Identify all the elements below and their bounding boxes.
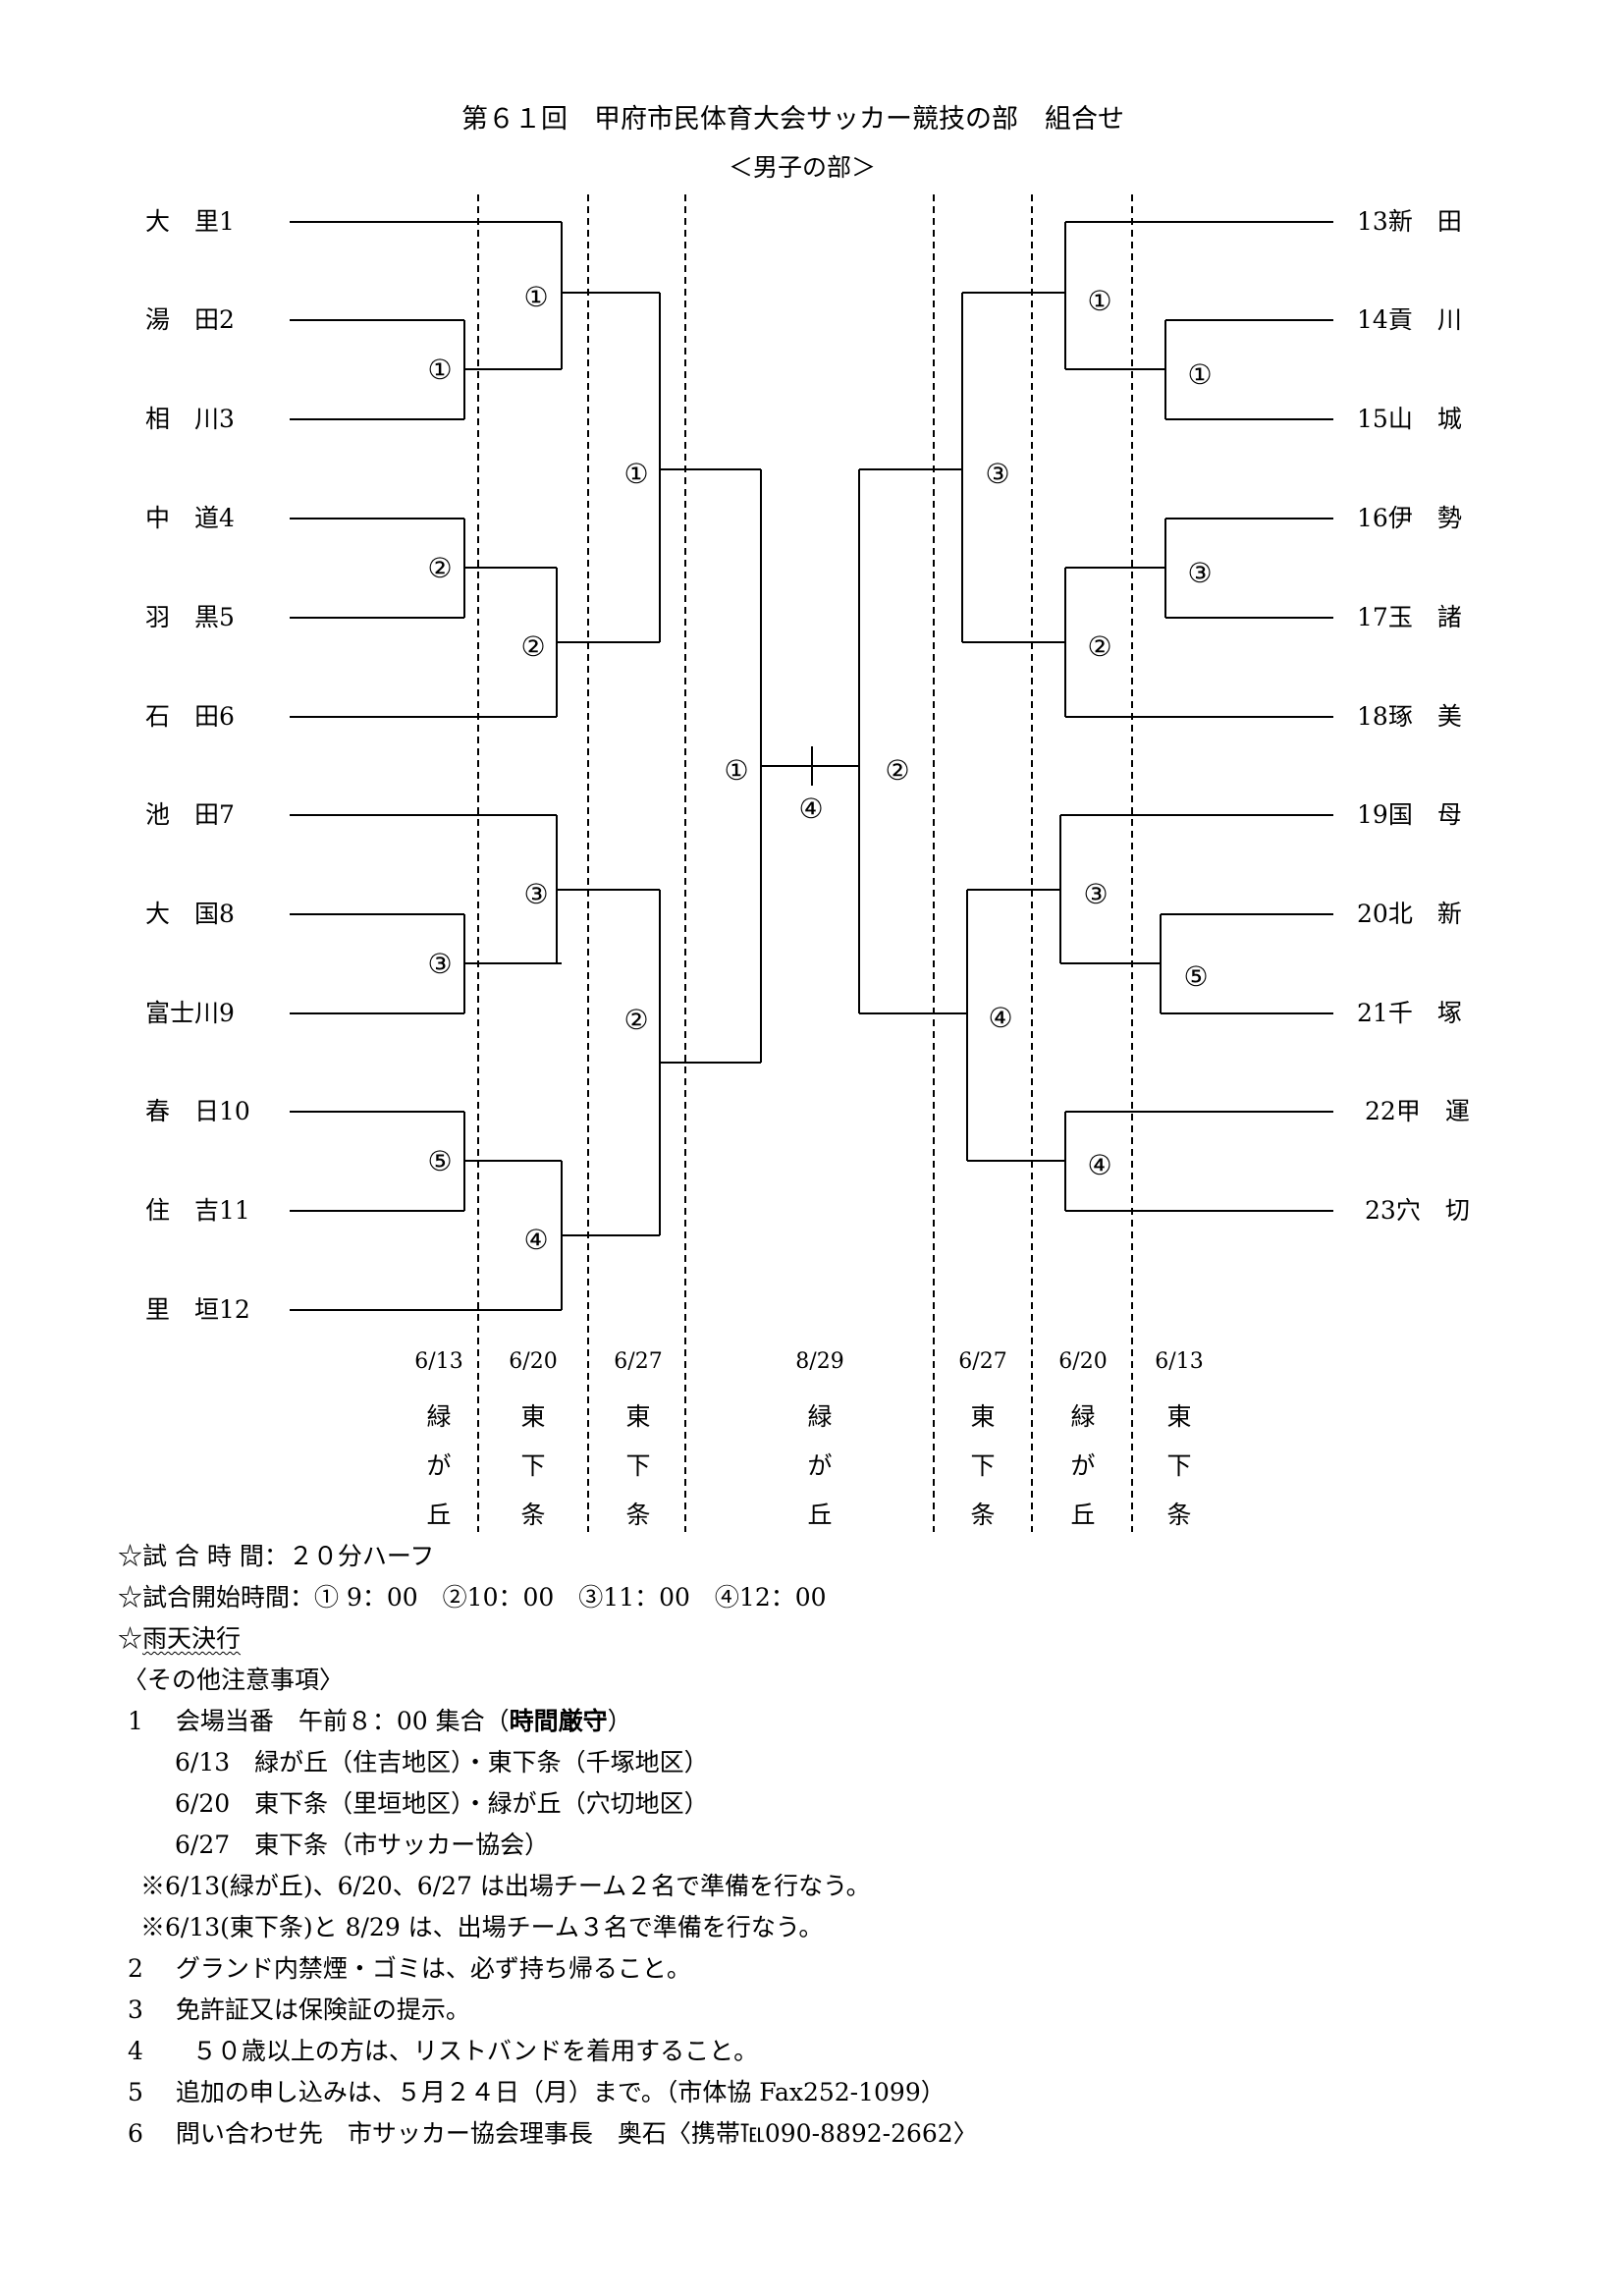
note-item-1-sub: 6/20 東下条（里垣地区）・緑が丘（穴切地区） <box>175 1789 709 1818</box>
document-title: 第６１回 甲府市民体育大会サッカー競技の部 組合せ <box>461 104 1124 135</box>
left-team-6: 石 田6 <box>145 702 235 731</box>
left-team-2: 湯 田2 <box>145 305 235 334</box>
match-number-r2-b: ② <box>1087 630 1112 663</box>
left-team-11: 住 吉11 <box>145 1196 250 1225</box>
right-team-17: 17玉 諸 <box>1357 603 1462 631</box>
note-start-time: ☆試合開始時間：① 9：00 ②10：00 ③11：00 ④12：00 <box>118 1583 827 1612</box>
match-number-r3-b: ④ <box>988 1002 1013 1034</box>
schedule-date: 6/20 <box>1058 1349 1108 1374</box>
right-team-19: 19国 母 <box>1357 800 1462 829</box>
match-number-r1-c: ⑤ <box>1183 960 1209 993</box>
schedule-date: 8/29 <box>795 1349 844 1374</box>
schedule-date: 6/27 <box>614 1349 663 1374</box>
match-number-l2-b: ② <box>520 630 546 663</box>
left-team-9: 富士川9 <box>145 999 235 1027</box>
note-match-time: ☆試 合 時 間：２０分ハーフ <box>118 1542 435 1570</box>
right-team-15: 15山 城 <box>1357 405 1462 433</box>
document-subtitle: ＜男子の部＞ <box>729 153 877 182</box>
schedule-venue: 緑が丘 <box>1070 1402 1096 1529</box>
match-number-l3-a: ① <box>623 458 649 490</box>
right-team-20: 20北 新 <box>1357 900 1462 928</box>
note-item-3: 3 免許証又は保険証の提示。 <box>128 1995 470 2024</box>
left-team-5: 羽 黒5 <box>145 603 235 631</box>
right-team-23: 23穴 切 <box>1365 1196 1470 1225</box>
match-number-r2-c: ③ <box>1083 878 1109 910</box>
schedule-venue: 東下条 <box>1166 1402 1192 1529</box>
other-notes-header: 〈その他注意事項〉 <box>123 1666 345 1694</box>
right-team-22: 22甲 運 <box>1365 1097 1470 1125</box>
right-team-21: 21千 塚 <box>1357 999 1462 1027</box>
schedule-date: 6/13 <box>1155 1349 1204 1374</box>
right-team-14: 14貢 川 <box>1357 305 1462 334</box>
note-item-6: 6 問い合わせ先 市サッカー協会理事長 奥石〈携帯℡090-8892-2662〉 <box>128 2119 978 2148</box>
schedule-venue: 東下条 <box>520 1402 546 1529</box>
match-number-r2-d: ④ <box>1087 1149 1112 1181</box>
schedule-date: 6/20 <box>509 1349 558 1374</box>
match-number-l1-d: ⑤ <box>427 1145 453 1177</box>
schedule-venue: 東下条 <box>970 1402 996 1529</box>
match-number-l2-d: ④ <box>523 1224 549 1256</box>
note-remark: ※6/13(緑が丘)、6/20、6/27 は出場チーム２名で準備を行なう。 <box>140 1872 871 1900</box>
note-rain: ☆雨天決行 <box>118 1624 242 1653</box>
match-number-r2-a: ① <box>1087 285 1112 317</box>
right-team-16: 16伊 勢 <box>1357 504 1462 532</box>
match-number-l2-c: ③ <box>523 878 549 910</box>
schedule-venue: 緑が丘 <box>426 1402 452 1529</box>
match-number-r1-a: ① <box>1187 358 1213 391</box>
left-team-12: 里 垣12 <box>145 1295 250 1324</box>
right-team-13: 13新 田 <box>1357 207 1462 236</box>
left-team-7: 池 田7 <box>145 800 235 829</box>
note-item-5: 5 追加の申し込みは、５月２４日（月）まで。（市体協 Fax252-1099） <box>128 2078 946 2106</box>
note-item-1-sub: 6/27 東下条（市サッカー協会） <box>175 1831 550 1859</box>
note-item-4: 4 ５０歳以上の方は、リストバンドを着用すること。 <box>128 2037 759 2065</box>
match-number-r3-a: ③ <box>985 458 1010 490</box>
match-number-l2-a: ① <box>523 281 549 313</box>
right-team-18: 18琢 美 <box>1357 702 1462 731</box>
match-number-l1-c: ③ <box>427 948 453 980</box>
note-item-2: 2 グランド内禁煙・ゴミは、必ず持ち帰ること。 <box>128 1954 691 1983</box>
match-number-l1-b: ② <box>427 552 453 584</box>
match-number-l1-a: ① <box>427 354 453 386</box>
schedule-date: 6/27 <box>958 1349 1007 1374</box>
left-team-10: 春 日10 <box>145 1097 250 1125</box>
left-team-3: 相 川3 <box>145 405 235 433</box>
schedule-date: 6/13 <box>414 1349 463 1374</box>
left-team-8: 大 国8 <box>145 900 235 928</box>
match-number-r1-b: ③ <box>1187 557 1213 589</box>
tournament-bracket <box>290 194 1333 1532</box>
note-remark: ※6/13(東下条)と 8/29 は、出場チーム３名で準備を行なう。 <box>140 1913 824 1941</box>
match-number-l4: ① <box>724 754 749 787</box>
schedule-venue: 東下条 <box>625 1402 651 1529</box>
note-item-1: 1 会場当番 午前８：00 集合（時間厳守） <box>128 1707 632 1735</box>
left-team-1: 大 里1 <box>145 207 235 236</box>
left-team-4: 中 道4 <box>145 504 235 532</box>
match-number-final: ④ <box>798 793 824 825</box>
note-item-1-sub: 6/13 緑が丘（住吉地区）・東下条（千塚地区） <box>175 1748 709 1777</box>
schedule-venue: 緑が丘 <box>807 1402 833 1529</box>
match-number-l3-b: ② <box>623 1004 649 1036</box>
match-number-r4: ② <box>885 754 910 787</box>
